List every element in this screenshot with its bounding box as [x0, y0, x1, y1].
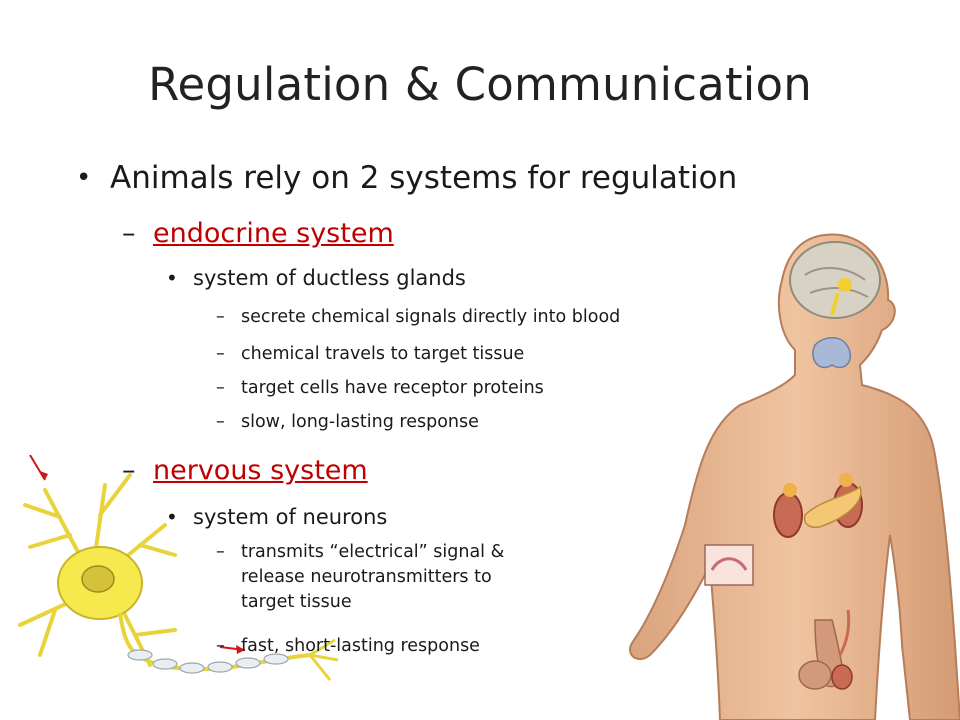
slide-title: Regulation & Communication — [148, 58, 812, 111]
endocrine-point-2: chemical travels to target tissue — [241, 344, 525, 364]
nervous-system-heading: nervous system — [153, 455, 368, 486]
pancreas-icon — [803, 485, 862, 528]
nervous-point-1-line-2: release neurotransmitters to — [241, 567, 492, 587]
kidney-icon — [773, 492, 803, 538]
endocrine-point-4: slow, long-lasting response — [241, 412, 479, 432]
thyroid-icon — [812, 337, 852, 369]
dash-marker: – — [216, 412, 225, 432]
nervous-point-1-line-3: target tissue — [241, 592, 352, 612]
endocrine-point-1: secrete chemical signals directly into b… — [241, 307, 621, 327]
bullet-dot: • — [76, 163, 92, 193]
endocrine-subpoint: system of ductless glands — [193, 266, 466, 290]
nervous-subpoint: system of neurons — [193, 505, 388, 529]
neuron-illustration — [18, 455, 339, 681]
dash-marker: – — [122, 218, 136, 249]
main-bullet-text: Animals rely on 2 systems for regulation — [110, 160, 738, 196]
dash-marker: – — [216, 307, 225, 327]
ovary-inset — [704, 544, 754, 586]
dash-marker: – — [216, 378, 225, 398]
dash-marker: – — [122, 455, 136, 486]
dash-marker: – — [216, 542, 225, 562]
nervous-point-2: fast, short-lasting response — [241, 636, 480, 656]
endocrine-point-3: target cells have receptor proteins — [241, 378, 544, 398]
brain-icon — [789, 241, 881, 319]
bullet-dot: • — [166, 266, 178, 290]
bullet-dot: • — [166, 505, 178, 529]
dash-marker: – — [216, 636, 225, 656]
dash-marker: – — [216, 344, 225, 364]
human-body-illustration — [629, 233, 960, 720]
nervous-point-1-line-1: transmits “electrical” signal & — [241, 542, 505, 562]
endocrine-system-heading: endocrine system — [153, 218, 394, 249]
